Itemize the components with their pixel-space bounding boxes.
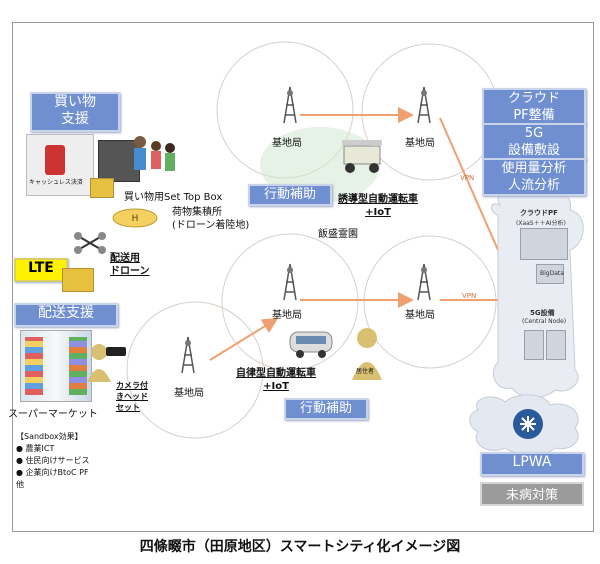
- shopping-support-box: 買い物支援: [30, 92, 120, 132]
- guided-vehicle-icon: [342, 140, 382, 173]
- action-support-box-2: 行動補助: [284, 398, 368, 420]
- base-station-label: 基地局: [174, 388, 204, 399]
- central-node-label: (Central Node): [522, 318, 567, 325]
- cargo-box: [62, 268, 94, 292]
- antenna-icon: [283, 86, 297, 124]
- lpwa-box: LPWA: [480, 452, 584, 476]
- cloud-pf-title: クラウドPF: [520, 209, 558, 217]
- resident-icon: [352, 328, 382, 380]
- cloud-pf-sub: (XaaS＋＋AI分析): [516, 220, 566, 227]
- lte-box: LTE: [14, 258, 68, 282]
- 5g-equipment-label: 5G設備: [530, 309, 555, 317]
- vpn-label: VPN: [460, 174, 475, 182]
- coverage-circle: [126, 301, 264, 439]
- diagram-caption: 四條畷市（田原地区）スマートシティ化イメージ図: [139, 539, 461, 555]
- resident-label: 居住者: [356, 368, 375, 375]
- drone-label: 配送用ドローン: [110, 253, 150, 277]
- landing-pad-icon: H: [112, 208, 158, 228]
- database-icon: [536, 264, 564, 284]
- server-rack-icon: [520, 228, 568, 260]
- headset-person-icon: [87, 344, 111, 382]
- supermarket-label: スーパーマーケット: [8, 409, 98, 420]
- camera-headset-label: カメラ付きヘッドセット: [116, 381, 148, 412]
- router-icon: [513, 409, 543, 439]
- antenna-icon: [181, 336, 195, 374]
- vpn-label: VPN: [462, 292, 477, 300]
- base-station-label: 基地局: [405, 310, 435, 321]
- antenna-icon: [417, 86, 431, 124]
- bigdata-label: BigData: [540, 270, 564, 277]
- svg-text:H: H: [132, 214, 139, 224]
- coverage-circle: [363, 235, 497, 369]
- server-box-icon: [546, 330, 566, 360]
- set-top-box-device: [98, 140, 140, 182]
- mibyo-box: 未病対策: [480, 482, 584, 506]
- supermarket-photo: [20, 330, 92, 402]
- guided-vehicle-label: 誘導型自動運転車+IoT: [338, 194, 418, 218]
- drone-icon: [74, 232, 106, 254]
- sandbox-notes: 【Sandbox効果】 ● 農業ICT ● 住民向けサービス ● 企業向けBto…: [16, 432, 90, 489]
- delivery-support-box: 配送支援: [14, 303, 118, 327]
- server-box-icon: [524, 330, 544, 360]
- base-station-label: 基地局: [272, 310, 302, 321]
- antenna-icon: [283, 263, 297, 301]
- analytics-box: 使用量分析人流分析: [482, 158, 586, 196]
- base-station-label: 基地局: [272, 138, 302, 149]
- cashless-photo: キャッシュレス決済: [26, 134, 94, 196]
- set-top-box-label: 買い物用Set Top Box: [124, 192, 223, 203]
- antenna-icon: [417, 263, 431, 301]
- autonomous-vehicle-icon: [289, 331, 333, 358]
- action-support-box-1: 行動補助: [248, 184, 332, 206]
- package-icon: [90, 178, 114, 198]
- iimori-label: 飯盛霊園: [318, 229, 358, 240]
- family-icon: [134, 136, 175, 171]
- coverage-circle: [221, 233, 359, 371]
- camera-icon: [106, 347, 126, 356]
- base-station-label: 基地局: [405, 138, 435, 149]
- autonomous-vehicle-label: 自律型自動運転車+IoT: [236, 368, 316, 392]
- cargo-hub-label: 荷物集積所(ドローン着陸地): [172, 207, 250, 231]
